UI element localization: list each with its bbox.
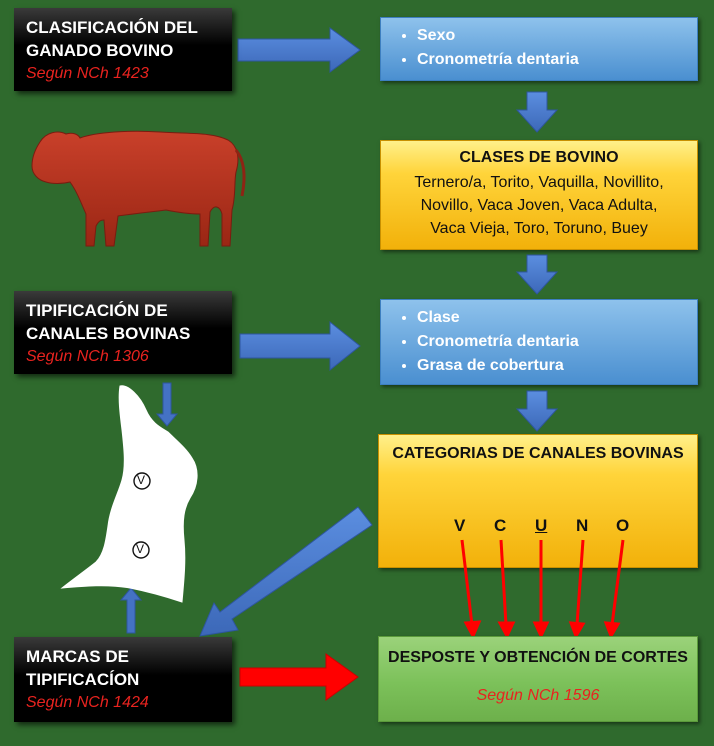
arrow-categorias-to-marcas bbox=[199, 506, 373, 637]
criterios-tipificacion-box: Clase Cronometría dentaria Grasa de cobe… bbox=[380, 299, 698, 385]
clases-line-3: Vaca Vieja, Toro, Toruno, Buey bbox=[430, 220, 648, 237]
red-arrow-c bbox=[499, 539, 508, 626]
arrow-down-2 bbox=[515, 254, 559, 295]
tipificacion-title-2: CANALES BOVINAS bbox=[26, 324, 191, 343]
tipificacion-title-1: TIPIFICACIÓN DE bbox=[26, 301, 168, 320]
arrow-down-1 bbox=[515, 91, 559, 133]
clases-box: CLASES DE BOVINO Ternero/a, Torito, Vaqu… bbox=[380, 140, 698, 250]
arrow-tipificacion-to-canal bbox=[155, 382, 179, 427]
criterio-clase: Clase bbox=[417, 306, 687, 330]
category-letter-n: N bbox=[576, 516, 589, 535]
tipificacion-box: TIPIFICACIÓN DE CANALES BOVINAS Según NC… bbox=[14, 291, 232, 374]
criterio-cronometria-2: Cronometría dentaria bbox=[417, 330, 687, 354]
marcas-title-1: MARCAS DE bbox=[26, 647, 129, 666]
category-letter-u: U bbox=[535, 516, 548, 535]
criterio-grasa: Grasa de cobertura bbox=[417, 354, 687, 378]
clasificacion-title-2: GANADO BOVINO bbox=[26, 41, 174, 60]
criterio-cronometria: Cronometría dentaria bbox=[417, 48, 687, 72]
categorias-title: CATEGORIAS DE CANALES BOVINAS bbox=[392, 445, 684, 462]
desposte-title: DESPOSTE Y OBTENCIÓN DE CORTES bbox=[388, 649, 688, 666]
carcass-mark-2-label: V bbox=[136, 542, 145, 556]
clasificacion-norm: Según NCh 1423 bbox=[26, 65, 149, 82]
arrow-tipificacion-to-criterios bbox=[239, 320, 361, 372]
carcass-mark-1-label: V bbox=[137, 473, 146, 487]
criterio-sexo: Sexo bbox=[417, 24, 687, 48]
clasificacion-box: CLASIFICACIÓN DEL GANADO BOVINO Según NC… bbox=[14, 8, 232, 91]
arrow-marcas-to-desposte bbox=[239, 653, 359, 701]
desposte-norm: Según NCh 1596 bbox=[476, 687, 600, 704]
desposte-box: DESPOSTE Y OBTENCIÓN DE CORTES Según NCh… bbox=[378, 636, 698, 722]
clases-title: CLASES DE BOVINO bbox=[459, 149, 619, 166]
marcas-norm: Según NCh 1424 bbox=[26, 694, 149, 711]
criterios-clasificacion-box: Sexo Cronometría dentaria bbox=[380, 17, 698, 81]
arrow-down-3 bbox=[515, 390, 559, 432]
clases-line-2: Novillo, Vaca Joven, Vaca Adulta, bbox=[420, 197, 658, 214]
category-letter-o: O bbox=[616, 516, 630, 535]
carcass-silhouette bbox=[60, 385, 198, 603]
red-arrow-o bbox=[610, 539, 625, 626]
arrow-clasificacion-to-criterios bbox=[237, 27, 361, 73]
arrow-marcas-to-canal bbox=[119, 587, 143, 634]
category-letter-c: C bbox=[494, 516, 507, 535]
red-arrow-v bbox=[460, 539, 474, 626]
tipificacion-norm: Según NCh 1306 bbox=[26, 348, 149, 365]
carcass-mark-1 bbox=[133, 472, 151, 490]
marcas-title-2: TIPIFICACÍON bbox=[26, 670, 140, 689]
carcass-mark-2 bbox=[132, 541, 150, 559]
clasificacion-title-1: CLASIFICACIÓN DEL bbox=[26, 18, 198, 37]
bovine-image bbox=[31, 130, 246, 247]
marcas-box: MARCAS DE TIPIFICACÍON Según NCh 1424 bbox=[14, 637, 232, 722]
categorias-box: CATEGORIAS DE CANALES BOVINAS bbox=[378, 434, 698, 568]
red-arrow-n bbox=[575, 539, 585, 626]
category-letter-v: V bbox=[454, 516, 466, 535]
clases-line-1: Ternero/a, Torito, Vaquilla, Novillito, bbox=[414, 174, 664, 191]
